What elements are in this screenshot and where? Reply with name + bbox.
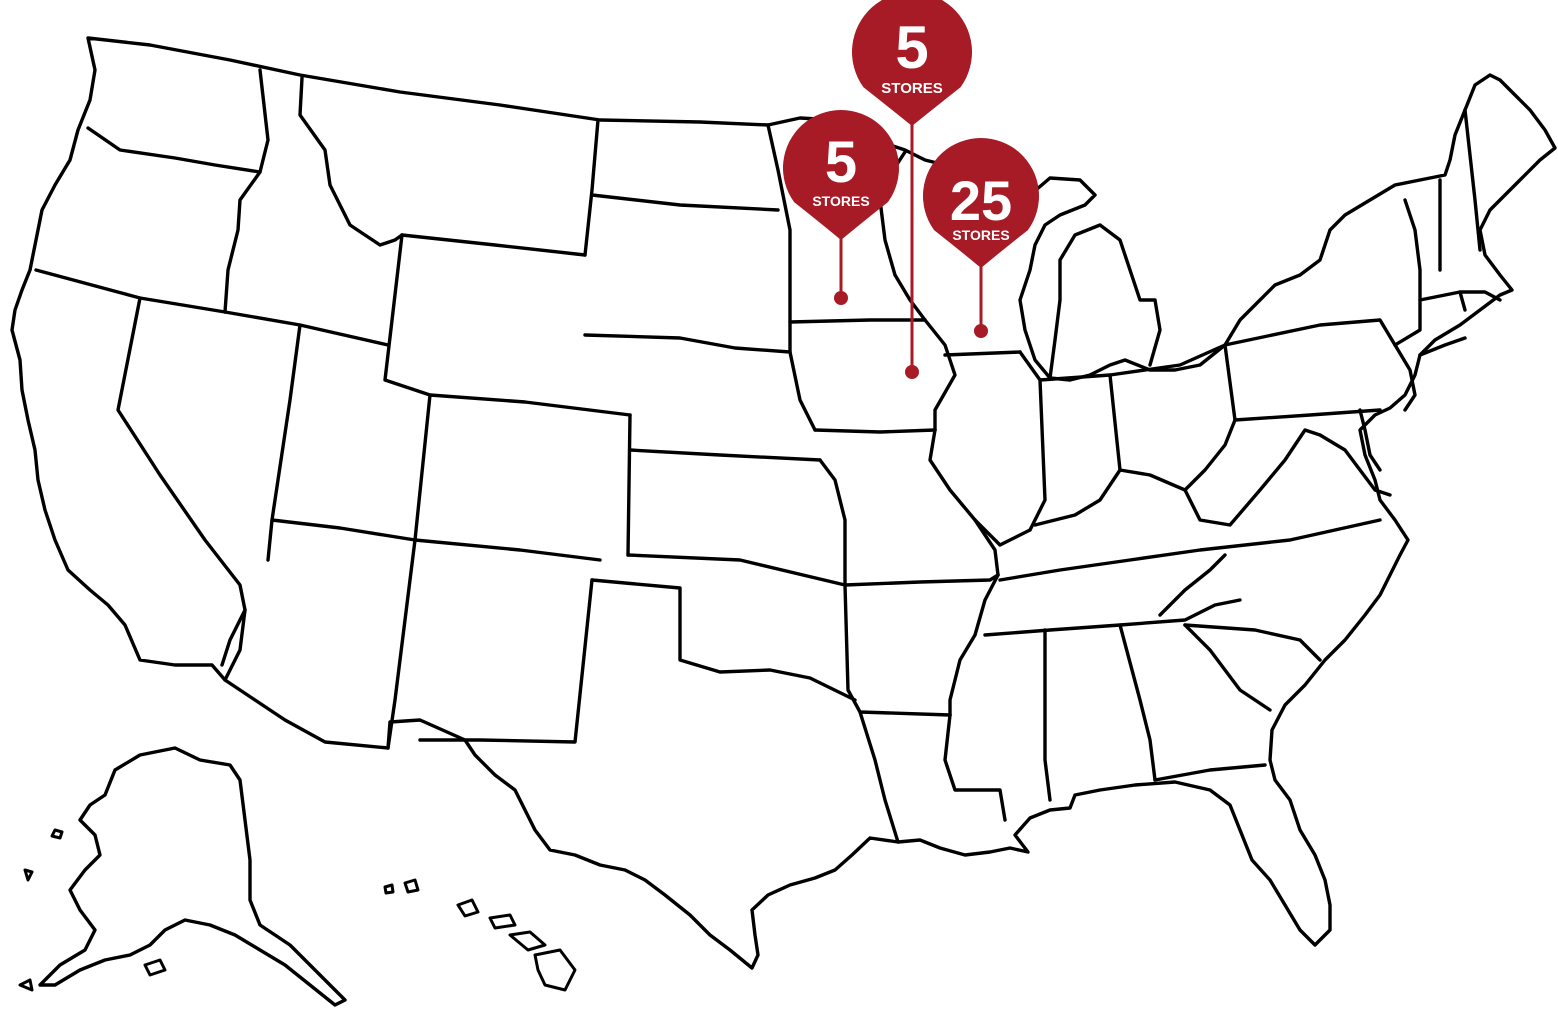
- state-borders: [10, 36, 1557, 970]
- ga-sc: [1183, 623, 1272, 712]
- ne-ks: [628, 448, 822, 462]
- nm-tx: [418, 578, 594, 744]
- pin-location-dot: [974, 324, 988, 338]
- mo-ar: [843, 573, 1000, 587]
- ks-ok: [626, 553, 847, 587]
- pin-store-count: 5: [825, 130, 857, 195]
- md-va: [1318, 433, 1392, 497]
- or-ca-nv: [34, 268, 227, 314]
- pin-stores-label: STORES: [952, 227, 1009, 243]
- hawaii: [383, 878, 577, 992]
- pin-marker-icon: [923, 138, 1039, 268]
- ia-mo: [813, 428, 937, 434]
- pin-stores-label: STORES: [881, 80, 942, 97]
- mt-nd: [583, 118, 600, 257]
- ms-west: [943, 713, 1007, 822]
- pin-store-count: 25: [950, 169, 1012, 232]
- mn-ia: [788, 318, 927, 324]
- ny-pa: [1223, 318, 1397, 347]
- ma-south: [1418, 290, 1502, 302]
- pin-marker-icon: [783, 110, 899, 240]
- az-ca: [223, 608, 247, 682]
- in-oh: [1038, 373, 1122, 472]
- wa-or: [86, 126, 262, 174]
- long-island: [1418, 336, 1467, 357]
- alaska-island-4: [23, 868, 34, 882]
- chesapeake: [1358, 408, 1382, 472]
- wi-il: [943, 350, 1022, 357]
- ms-al: [1043, 628, 1052, 802]
- wy-sd-ne: [383, 233, 632, 417]
- us-outline: [10, 36, 1557, 970]
- al-ga: [1118, 623, 1157, 782]
- mo-il: [928, 428, 1000, 577]
- mo-ks: [818, 458, 847, 587]
- id-mt: [298, 76, 404, 247]
- id-west: [223, 68, 270, 314]
- id-wy-ut: [223, 310, 390, 347]
- pin-marker-icon: [852, 0, 972, 126]
- ut-co: [413, 393, 432, 542]
- alaska-island: [143, 958, 167, 977]
- il-in: [1018, 350, 1047, 532]
- ut-az: [270, 518, 417, 542]
- ia-il: [923, 318, 957, 432]
- wv-va: [1183, 428, 1322, 527]
- ga-fl: [1153, 763, 1267, 782]
- tn-south: [983, 598, 1242, 637]
- alaska-island-3: [50, 828, 64, 840]
- il-ky: [973, 518, 1032, 547]
- co-ne-ks: [626, 413, 632, 557]
- alaska-island-2: [18, 978, 34, 992]
- nv-ut-az: [266, 323, 302, 562]
- alaska: [38, 746, 347, 1007]
- la-ms: [858, 710, 900, 844]
- in-ky-oh: [1033, 468, 1187, 527]
- nj: [1393, 343, 1417, 412]
- nc-tn: [1158, 553, 1227, 617]
- ar-la-ok: [843, 583, 952, 717]
- pin-location-dot: [905, 365, 919, 379]
- ct-ri: [1458, 290, 1467, 312]
- nc-sc: [1183, 623, 1322, 662]
- pin-store-count: 5: [895, 14, 928, 81]
- mt-wy-sd: [400, 233, 587, 257]
- mn-west: [766, 123, 817, 432]
- pin-stores-label: STORES: [812, 193, 869, 209]
- co-nm: [413, 538, 602, 562]
- pa-md: [1233, 408, 1382, 422]
- sd-ne: [583, 333, 792, 354]
- az-nm: [386, 538, 417, 750]
- pin-location-dot: [834, 291, 848, 305]
- nd-sd: [590, 193, 780, 212]
- tx-ok: [590, 578, 857, 702]
- nv-ca: [116, 296, 247, 667]
- ky-tn: [998, 518, 1382, 582]
- oh-pa-wv: [1108, 343, 1237, 492]
- ny-vt: [1393, 198, 1422, 347]
- nh-me: [1463, 108, 1482, 252]
- ar-ms-tn: [948, 573, 1000, 717]
- mi-lower: [1048, 223, 1162, 380]
